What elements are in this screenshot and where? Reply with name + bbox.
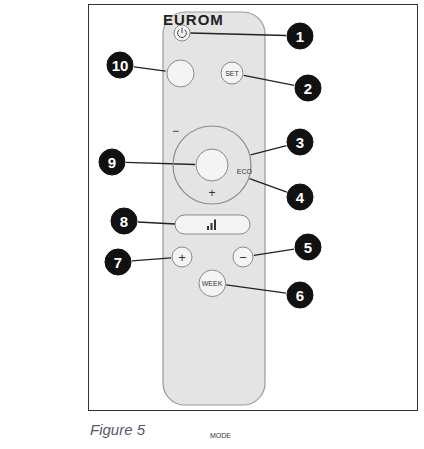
button-label: WEEK <box>202 280 223 287</box>
callout-number: 4 <box>296 190 304 205</box>
leader-line <box>254 249 294 255</box>
callout-number: 8 <box>110 207 138 235</box>
callout-circle <box>287 184 313 210</box>
mode-button: MODE <box>166 59 195 88</box>
brand-logo: EUROM <box>163 12 224 27</box>
callout-number: 9 <box>98 148 126 176</box>
level-button <box>175 215 250 234</box>
level-icon <box>207 226 209 230</box>
callout-number: 1 <box>296 29 304 44</box>
button-label: − <box>172 125 179 137</box>
plus-button: + <box>171 246 193 268</box>
callout-circle <box>107 52 133 78</box>
callout-number: 5 <box>304 240 312 255</box>
set-button: SET <box>220 61 244 85</box>
callout-number: 7 <box>114 255 122 270</box>
eco-button: ECO <box>195 148 229 182</box>
button-outline <box>199 270 226 297</box>
week-button: WEEK <box>198 269 227 298</box>
leader-line <box>126 162 195 164</box>
button-outline <box>196 149 228 181</box>
node-outline <box>195 148 229 182</box>
callout-number: 10 <box>106 51 134 79</box>
callout-circle <box>295 234 321 260</box>
callout-number: 4 <box>286 183 314 211</box>
minus-button: − <box>232 246 254 268</box>
button-label: + <box>208 187 215 199</box>
callout-number: 10 <box>112 58 129 73</box>
callout-circle <box>287 282 313 308</box>
callout-number: 9 <box>108 155 116 170</box>
callout-number: 2 <box>304 81 312 96</box>
button-label: + <box>178 251 186 264</box>
callout-number: 7 <box>104 248 132 276</box>
callout-number: 3 <box>286 128 314 156</box>
button-label: ECO <box>237 168 252 175</box>
power-button <box>174 25 190 41</box>
leader-line <box>244 75 294 85</box>
callout-number: 3 <box>296 135 304 150</box>
remote-body <box>163 12 265 405</box>
level-icon <box>211 223 213 230</box>
callout-circle <box>287 129 313 155</box>
button-outline <box>172 247 192 267</box>
button-outline <box>233 247 253 267</box>
callout-number: 5 <box>294 233 322 261</box>
power-icon <box>182 28 183 34</box>
button-outline <box>221 62 243 84</box>
callout-circle <box>287 23 313 49</box>
leader-line <box>132 258 171 261</box>
button-outline <box>167 60 194 87</box>
leader-line <box>226 285 286 293</box>
figure-caption: Figure 5 <box>90 421 145 438</box>
callout-number: 1 <box>286 22 314 50</box>
callout-circle <box>295 75 321 101</box>
level-icon <box>214 220 216 231</box>
leader-line <box>250 179 287 193</box>
button-label: SET <box>225 70 239 77</box>
callout-circle <box>105 249 131 275</box>
figure-frame <box>89 5 418 411</box>
callout-circle <box>111 208 137 234</box>
leader-line <box>251 146 287 155</box>
callout-circle <box>99 149 125 175</box>
node-outline <box>166 59 195 88</box>
button-outline <box>173 126 251 204</box>
callout-number: 6 <box>286 281 314 309</box>
button-label: − <box>239 251 247 264</box>
callout-number: 8 <box>120 214 128 229</box>
leader-line <box>191 33 287 36</box>
leader-line <box>134 67 166 71</box>
temperature-ring: ECO + − <box>172 125 252 205</box>
callout-number: 6 <box>296 288 304 303</box>
remote-body: MODE SET ECO + − + − WEEK EUROM <box>163 12 265 405</box>
button-label: MODE <box>210 432 231 439</box>
callout-number: 2 <box>294 74 322 102</box>
leader-line <box>138 222 175 224</box>
